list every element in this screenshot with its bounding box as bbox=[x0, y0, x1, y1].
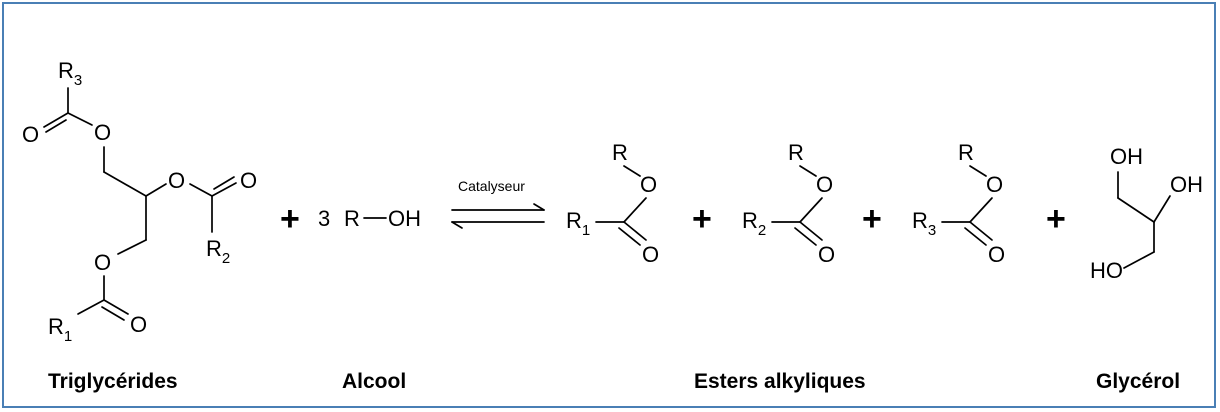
plus-sign-4: + bbox=[1046, 200, 1066, 238]
triglyceride-structure: R3 O O O O R2 O O R1 bbox=[22, 58, 257, 345]
ester-2-o-ester: O bbox=[816, 172, 833, 197]
o-ester-bottom: O bbox=[94, 250, 111, 275]
ester-1-alkyl: R bbox=[612, 140, 628, 165]
o-ester-top: O bbox=[94, 120, 111, 145]
glycerol-ho: HO bbox=[1090, 258, 1123, 283]
o-carbonyl-bottom: O bbox=[130, 312, 147, 337]
caption-triglycerides: Triglycérides bbox=[48, 370, 178, 393]
plus-sign-1: + bbox=[280, 200, 300, 238]
ester-3-o-carbonyl: O bbox=[988, 242, 1005, 267]
alcohol-r: R bbox=[344, 206, 360, 231]
caption-glycerol: Glycérol bbox=[1096, 370, 1181, 393]
ester-2-r: R2 bbox=[742, 208, 766, 239]
plus-sign-2: + bbox=[692, 200, 712, 238]
ester-3-r: R3 bbox=[912, 208, 936, 239]
r1-label: R1 bbox=[48, 314, 72, 345]
o-ester-middle: O bbox=[168, 168, 185, 193]
ester-3-o-ester: O bbox=[986, 172, 1003, 197]
ester-2-alkyl: R bbox=[788, 140, 804, 165]
alcohol-oh: OH bbox=[388, 206, 421, 231]
o-carbonyl-middle: O bbox=[240, 168, 257, 193]
r2-label: R2 bbox=[206, 236, 230, 267]
glycerol-oh-right: OH bbox=[1170, 172, 1203, 197]
r3-label: R3 bbox=[58, 58, 82, 89]
plus-sign-3: + bbox=[862, 200, 882, 238]
alcohol-structure: 3 R OH bbox=[318, 206, 421, 231]
ester-1-o-ester: O bbox=[640, 172, 657, 197]
ester-3-structure: R O R3 O bbox=[912, 140, 1005, 267]
glycerol-oh-top: OH bbox=[1110, 144, 1143, 169]
ester-3-alkyl: R bbox=[958, 140, 974, 165]
glycerol-structure: OH OH HO bbox=[1090, 144, 1203, 283]
ester-1-structure: R O R1 O bbox=[566, 140, 659, 267]
alcohol-coefficient: 3 bbox=[318, 206, 330, 231]
ester-1-o-carbonyl: O bbox=[642, 242, 659, 267]
ester-2-o-carbonyl: O bbox=[818, 242, 835, 267]
catalyst-label: Catalyseur bbox=[458, 178, 525, 194]
caption-alcohol: Alcool bbox=[342, 370, 407, 393]
caption-esters: Esters alkyliques bbox=[694, 370, 866, 393]
o-carbonyl-top: O bbox=[22, 122, 39, 147]
ester-2-structure: R O R2 O bbox=[742, 140, 835, 267]
ester-1-r: R1 bbox=[566, 208, 590, 239]
equilibrium-arrows: Catalyseur bbox=[451, 178, 545, 229]
